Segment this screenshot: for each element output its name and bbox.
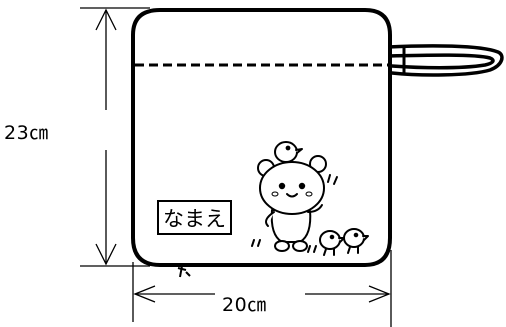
width-dimension-label: 20㎝ — [222, 294, 267, 316]
small-mark — [177, 265, 191, 278]
height-dimension — [80, 7, 150, 267]
name-label-text: なまえ — [163, 206, 226, 231]
drawstring-loop — [386, 44, 504, 77]
name-label-box: なまえ — [157, 200, 232, 235]
height-dimension-label: 23㎝ — [4, 122, 49, 144]
width-dimension — [132, 250, 392, 327]
bear-illustration — [251, 141, 338, 253]
chick-illustrations — [319, 228, 369, 256]
